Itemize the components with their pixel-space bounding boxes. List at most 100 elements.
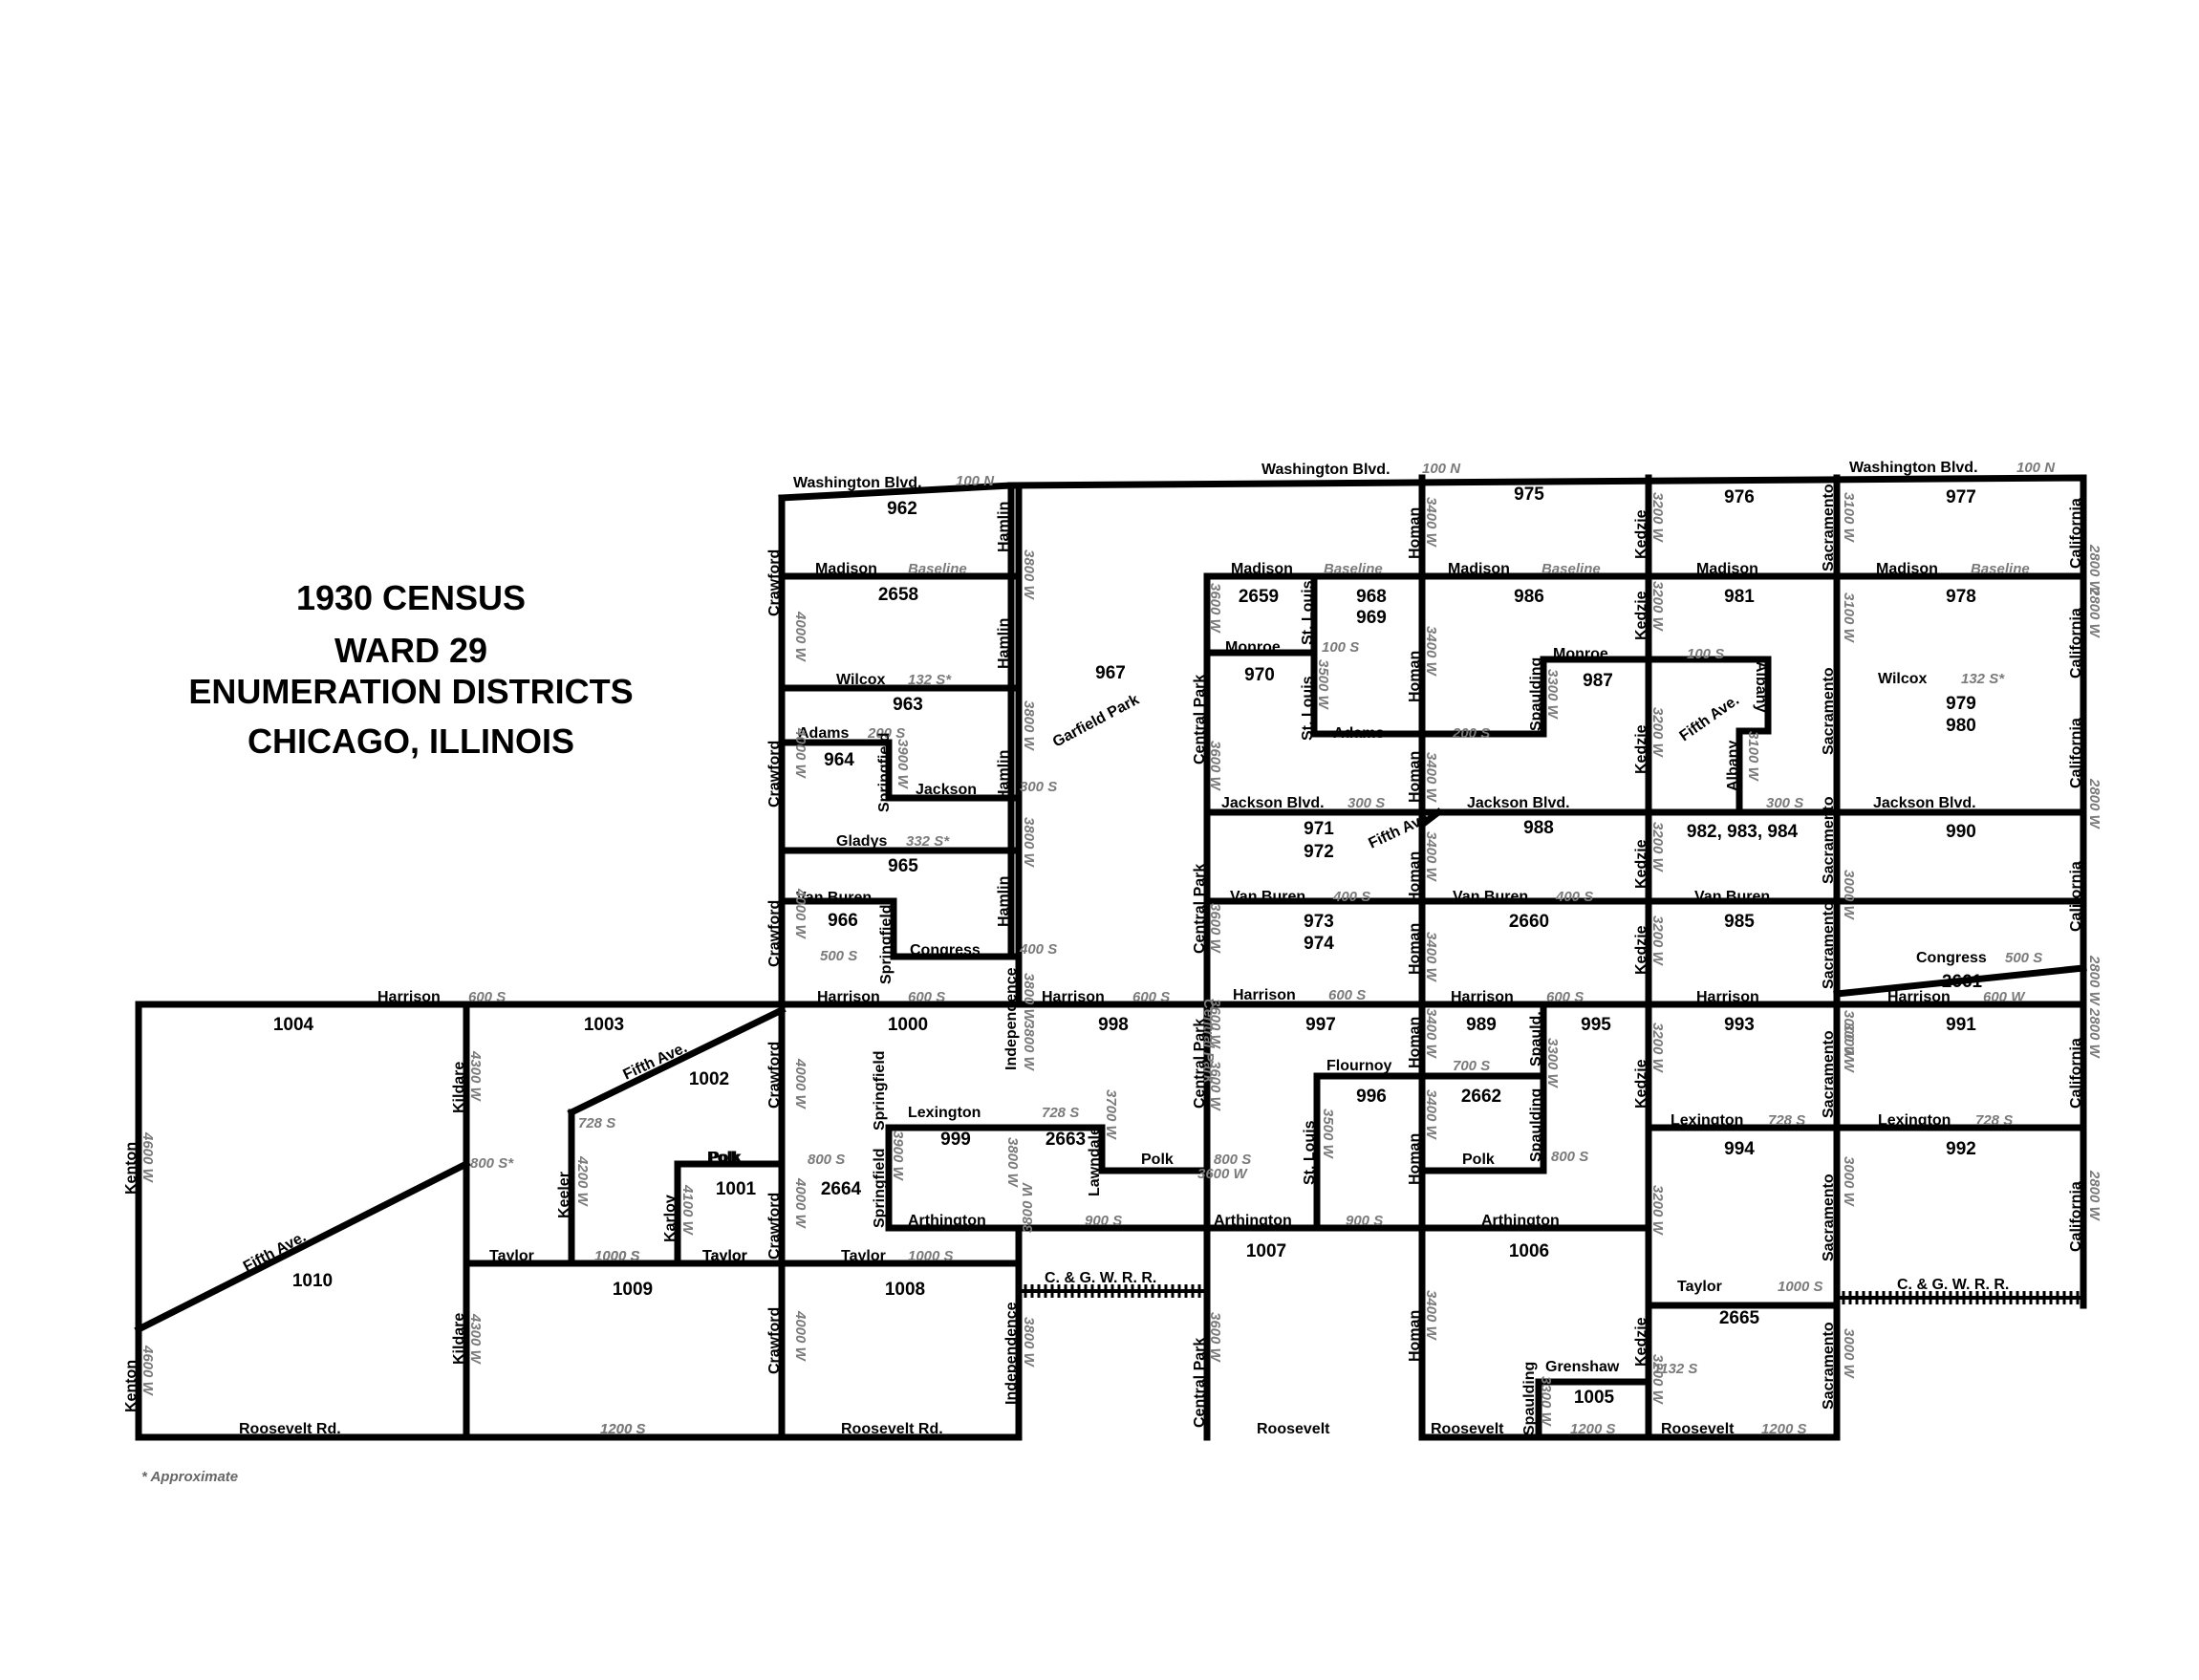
enumeration-district-number: 975 [1514,485,1544,505]
address-grid-label: 3200 W [1649,492,1666,544]
street-name-label: Spaulding [1528,657,1544,731]
address-grid-label: 3600 W [1207,741,1223,792]
district-boundary-line [135,1001,1023,1441]
street-name-label: Kenton [123,1360,140,1412]
street-name-label: Sacramento [1821,1174,1837,1261]
street-name-label: Homan [1407,1310,1423,1362]
map-title-line-1: 1930 CENSUS [295,578,527,617]
district-boundary-line [134,1159,471,1334]
street-name-label: Fifth Ave. [1677,692,1742,744]
enumeration-district-number: 962 [887,499,917,519]
street-name-label: Van Buren [1453,889,1528,905]
street-name-label: Roosevelt Rd. [841,1421,943,1437]
street-name-label: California [2068,718,2084,788]
street-name-label: C. & G. W. R. R. [1045,1270,1156,1286]
address-grid-label: 500 S [2005,950,2042,966]
address-grid-label: 4000 W [792,888,808,940]
enumeration-district-number: 995 [1581,1015,1611,1035]
enumeration-district-number: 989 [1466,1015,1497,1035]
enumeration-district-number: 976 [1724,487,1755,507]
street-name-label: California [2068,498,2084,569]
street-name-label: Kedzie [1633,839,1649,889]
address-grid-label: 132 S* [1961,671,2005,687]
street-name-label: California [2068,1038,2084,1109]
street-name-label: Madison [1448,561,1510,577]
enumeration-district-number: 2663 [1046,1130,1086,1150]
address-grid-label: 1000 S [1778,1279,1823,1295]
street-name-label: Van Buren [1694,889,1770,905]
address-grid-label: 3700 W [1103,1089,1119,1141]
street-name-label: Crawford [766,900,783,967]
street-name-label: California [2068,1181,2084,1252]
address-grid-label: 3800 W [1021,549,1037,601]
enumeration-district-number: 1000 [888,1015,928,1035]
enumeration-district-number: 980 [1946,716,1976,736]
address-grid-label: 2800 W [2086,778,2102,830]
address-grid-label: 2800 W [2086,1170,2102,1222]
district-boundary-line [1015,1124,1211,1174]
address-grid-label: 1000 S [908,1248,954,1264]
street-name-label: Albany [1753,661,1769,712]
address-grid-label: 800 S [1551,1149,1588,1165]
address-grid-label: 800 S [1214,1152,1251,1168]
street-name-label: Congress [1916,950,1987,966]
street-name-label: Central Park [1192,864,1208,954]
street-name-label: Kedzie [1633,925,1649,975]
address-grid-label: 728 S [1768,1112,1805,1129]
street-name-label: Taylor [702,1248,747,1264]
street-name-label: Madison [815,561,877,577]
street-name-label: Homan [1407,1017,1423,1068]
address-grid-label: 600 S [468,989,506,1005]
street-name-label: Homan [1407,851,1423,903]
address-grid-label: 3600 W [1207,1061,1223,1112]
address-grid-label: 100 N [2016,460,2056,476]
enumeration-district-number: 1003 [584,1015,624,1035]
street-name-label: Kenton [123,1142,140,1195]
enumeration-district-number: 999 [940,1130,971,1150]
street-name-label: Kedzie [1633,509,1649,559]
address-grid-label: 332 S* [906,833,950,850]
enumeration-district-number: 967 [1095,663,1126,683]
enumeration-district-number: 981 [1724,587,1755,607]
enumeration-district-number: 978 [1946,587,1976,607]
street-name-label: Kedzie [1633,1059,1649,1109]
address-grid-label: 4600 W [140,1345,156,1397]
address-grid-label: 3200 W [1649,915,1666,967]
address-grid-label: 3200 W [1649,1185,1666,1237]
street-name-label: Washington Blvd. [1261,462,1391,478]
address-grid-label: 3500 W [1315,659,1331,711]
street-name-label: Keeler [556,1172,572,1218]
address-grid-label: 4000 W [792,611,808,663]
address-grid-label: 2800 W [2086,1007,2102,1060]
address-grid-label: 3400 W [1423,1008,1439,1060]
street-name-label: Homan [1407,651,1423,702]
address-grid-label: 600 S [1546,989,1584,1005]
street-name-label: Homan [1407,923,1423,975]
address-grid-label: 728 S [1042,1105,1079,1121]
address-grid-label: 3400 W [1423,1089,1439,1141]
address-grid-label: 800 S* [470,1155,514,1172]
street-name-label: Harrison [1696,989,1759,1005]
enumeration-district-number: 987 [1583,671,1613,691]
street-name-label: C. & G. W. R. R. [1897,1277,2009,1293]
address-grid-label: 100 S [1322,639,1359,656]
approximate-footnote: * Approximate [141,1469,239,1485]
street-name-label: Kedzie [1633,724,1649,774]
street-name-label: Lexington [1671,1112,1743,1129]
enumeration-district-number: 965 [888,856,918,876]
street-name-label: Polk [1141,1152,1174,1168]
address-grid-label: 4000 W [792,727,808,780]
street-name-label: California [2068,608,2084,678]
address-grid-label: 1132 S [1653,1361,1697,1377]
enumeration-district-number: 998 [1098,1015,1129,1035]
street-name-label: Crawford [766,741,783,808]
enumeration-district-number: 1007 [1246,1241,1286,1261]
address-grid-label: 3800 W [1021,973,1037,1024]
address-grid-label: 3200 W [1649,1023,1666,1074]
street-name-label: Grenshaw [1545,1359,1620,1375]
street-name-label: Hamlin [996,502,1012,552]
district-boundaries [134,474,2087,1441]
address-grid-label: 800 S [808,1152,845,1168]
enumeration-district-number: 2661 [1942,972,1983,992]
street-name-label: Jackson [916,782,977,798]
